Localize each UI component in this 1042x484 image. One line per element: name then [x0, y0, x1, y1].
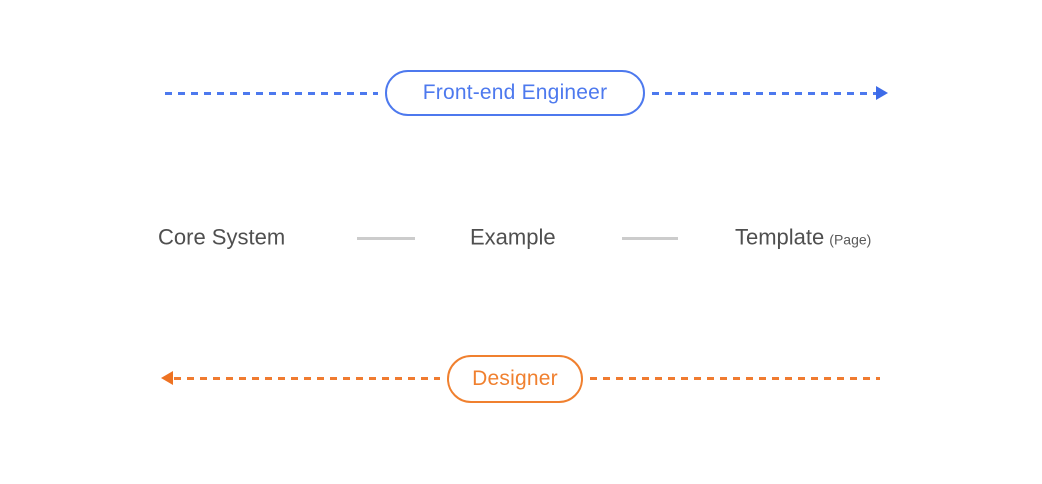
- node-core-system: Core System: [158, 224, 285, 250]
- connector-line: [357, 237, 415, 240]
- arrow-left-icon: [161, 371, 173, 385]
- template-page-suffix: (Page): [829, 231, 872, 248]
- frontend-flow-dashed-line-left: [165, 92, 378, 95]
- designer-pill: Designer: [447, 355, 583, 403]
- core-system-label: Core System: [158, 224, 286, 250]
- designer-label: Designer: [472, 367, 558, 390]
- arrow-right-icon: [876, 86, 888, 100]
- designer-flow-dashed-line-right: [590, 377, 880, 380]
- example-label: Example: [470, 224, 556, 250]
- template-label: Template: [735, 224, 825, 250]
- node-example: Example: [470, 224, 556, 250]
- node-template: Template(Page): [735, 224, 871, 250]
- frontend-engineer-pill: Front-end Engineer: [385, 70, 645, 116]
- connector-line: [622, 237, 678, 240]
- frontend-engineer-label: Front-end Engineer: [422, 81, 608, 104]
- frontend-flow-dashed-line-right: [652, 92, 877, 95]
- designer-flow-dashed-line-left: [174, 377, 440, 380]
